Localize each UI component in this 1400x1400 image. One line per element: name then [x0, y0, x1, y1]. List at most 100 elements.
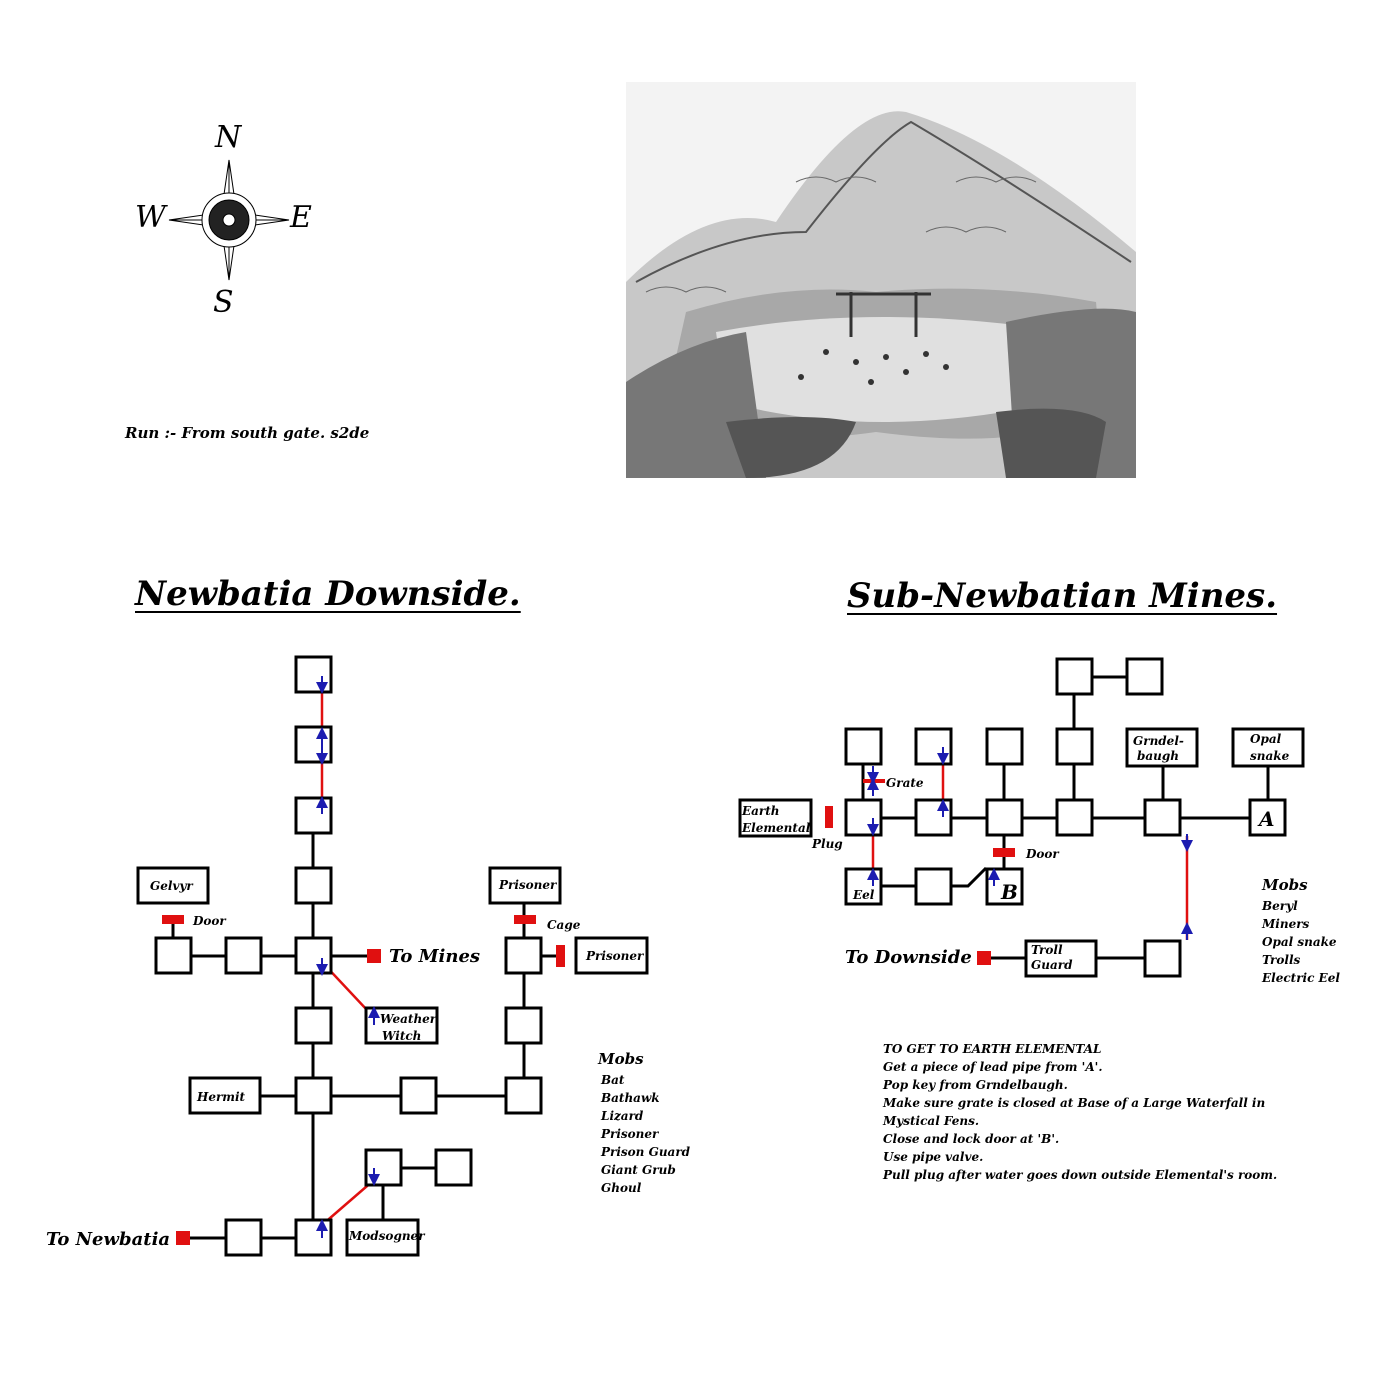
gelvyr-room — [136, 866, 210, 905]
instruction-line: Mystical Fens. — [883, 1114, 980, 1128]
room — [294, 936, 333, 975]
label-troll: Troll — [1031, 943, 1063, 957]
mob-item: Bathawk — [601, 1091, 660, 1105]
compass-east: E — [290, 200, 312, 235]
label-weather: Weather — [380, 1012, 438, 1026]
room — [224, 1218, 263, 1257]
exit-to-mines-marker — [367, 949, 381, 963]
room — [504, 1076, 543, 1115]
room — [399, 1076, 438, 1115]
label-grndel: Grndel- — [1133, 734, 1184, 748]
label-opal: Opal — [1250, 732, 1282, 746]
door-marker — [162, 915, 184, 924]
room — [294, 1006, 333, 1045]
label-a: A — [1257, 807, 1275, 831]
instruction-line: Pull plug after water goes down outside … — [883, 1168, 1278, 1182]
room — [154, 936, 193, 975]
downside-title: Newbatia Downside. — [135, 574, 521, 614]
instruction-line: Use pipe valve. — [883, 1150, 984, 1164]
label-gelvyr: Gelvyr — [150, 879, 194, 893]
room — [1055, 798, 1094, 837]
mines-mobs: Mobs Beryl Miners Opal snake Trolls Elec… — [1262, 876, 1340, 987]
room — [294, 655, 333, 694]
downside-map: Gelvyr Door Prisoner Cage Prisoner Weath… — [46, 655, 649, 1257]
mob-item: Opal snake — [1262, 935, 1337, 949]
label-to-downside: To Downside — [845, 947, 972, 968]
label-guard: Guard — [1031, 958, 1073, 972]
room — [294, 796, 333, 835]
mines-mobs-title: Mobs — [1262, 876, 1308, 894]
label-plug: Plug — [811, 837, 843, 851]
grate-marker — [863, 779, 885, 783]
room — [844, 798, 883, 837]
downside-mobs-title: Mobs — [598, 1050, 644, 1068]
label-snake: snake — [1250, 749, 1290, 763]
plug-marker — [825, 806, 833, 828]
room — [434, 1148, 473, 1187]
mob-item: Giant Grub — [601, 1163, 676, 1177]
compass-rose: N W E S — [125, 120, 325, 320]
room — [844, 727, 883, 766]
label-door: Door — [1025, 847, 1060, 861]
cage-marker-east — [556, 945, 565, 967]
room — [504, 1006, 543, 1045]
mob-item: Trolls — [1262, 953, 1301, 967]
room — [914, 867, 953, 906]
grndelbaugh-room — [1125, 727, 1199, 768]
label-witch: Witch — [382, 1029, 421, 1043]
instruction-line: Make sure grate is closed at Base of a L… — [883, 1096, 1266, 1110]
downside-mobs: Mobs Bat Bathawk Lizard Prisoner Prison … — [598, 1050, 690, 1197]
earth-elemental-room — [738, 798, 813, 838]
label-elemental: Elemental — [741, 821, 811, 835]
room — [1143, 798, 1182, 837]
mine-quarry-engraving-icon — [626, 82, 1136, 478]
earth-elemental-instructions: TO GET TO EARTH ELEMENTAL Get a piece of… — [883, 1040, 1363, 1184]
label-b: B — [1000, 880, 1018, 904]
mob-item: Bat — [601, 1073, 625, 1087]
room — [364, 1148, 403, 1187]
room — [504, 936, 543, 975]
weather-witch-room — [364, 1006, 439, 1045]
room — [224, 936, 263, 975]
mine-illustration — [626, 82, 1136, 478]
label-cage: Cage — [547, 918, 581, 932]
label-eel: Eel — [852, 888, 875, 902]
room-a — [1248, 798, 1287, 837]
mob-item: Ghoul — [601, 1181, 642, 1195]
instruction-line: Close and lock door at 'B'. — [883, 1132, 1060, 1146]
instruction-line: Pop key from Grndelbaugh. — [883, 1078, 1068, 1092]
mob-item: Lizard — [601, 1109, 644, 1123]
label-hermit: Hermit — [196, 1090, 246, 1104]
room — [1055, 727, 1094, 766]
room — [1143, 939, 1182, 978]
instruction-heading: TO GET TO EARTH ELEMENTAL — [883, 1042, 1102, 1056]
room — [985, 798, 1024, 837]
mob-item: Beryl — [1262, 899, 1298, 913]
mines-map: Grate Earth Elemental Plug Eel Door Grnd… — [738, 657, 1305, 978]
mines-title: Sub-Newbatian Mines. — [847, 576, 1278, 616]
label-baugh: baugh — [1137, 749, 1179, 763]
label-prisoner-east: Prisoner — [585, 949, 645, 963]
label-to-newbatia: To Newbatia — [46, 1229, 170, 1250]
cage-marker — [514, 915, 536, 924]
room — [294, 1076, 333, 1115]
exit-to-downside-marker — [977, 951, 991, 965]
room — [985, 727, 1024, 766]
compass-star-icon — [168, 159, 290, 281]
run-directions: Run :- From south gate. s2de — [125, 424, 370, 442]
modsogner-room — [345, 1218, 420, 1257]
label-prisoner-north: Prisoner — [498, 878, 558, 892]
exit-to-newbatia-marker — [176, 1231, 190, 1245]
room — [914, 798, 953, 837]
room — [1125, 657, 1164, 696]
label-grate: Grate — [886, 776, 924, 790]
hermit-room — [188, 1076, 262, 1115]
label-door: Door — [192, 914, 227, 928]
prisoner-room-north — [488, 866, 562, 905]
mob-item: Electric Eel — [1262, 971, 1340, 985]
opal-snake-room — [1231, 727, 1305, 768]
room — [294, 866, 333, 905]
label-earth: Earth — [741, 804, 780, 818]
door-marker — [993, 848, 1015, 857]
